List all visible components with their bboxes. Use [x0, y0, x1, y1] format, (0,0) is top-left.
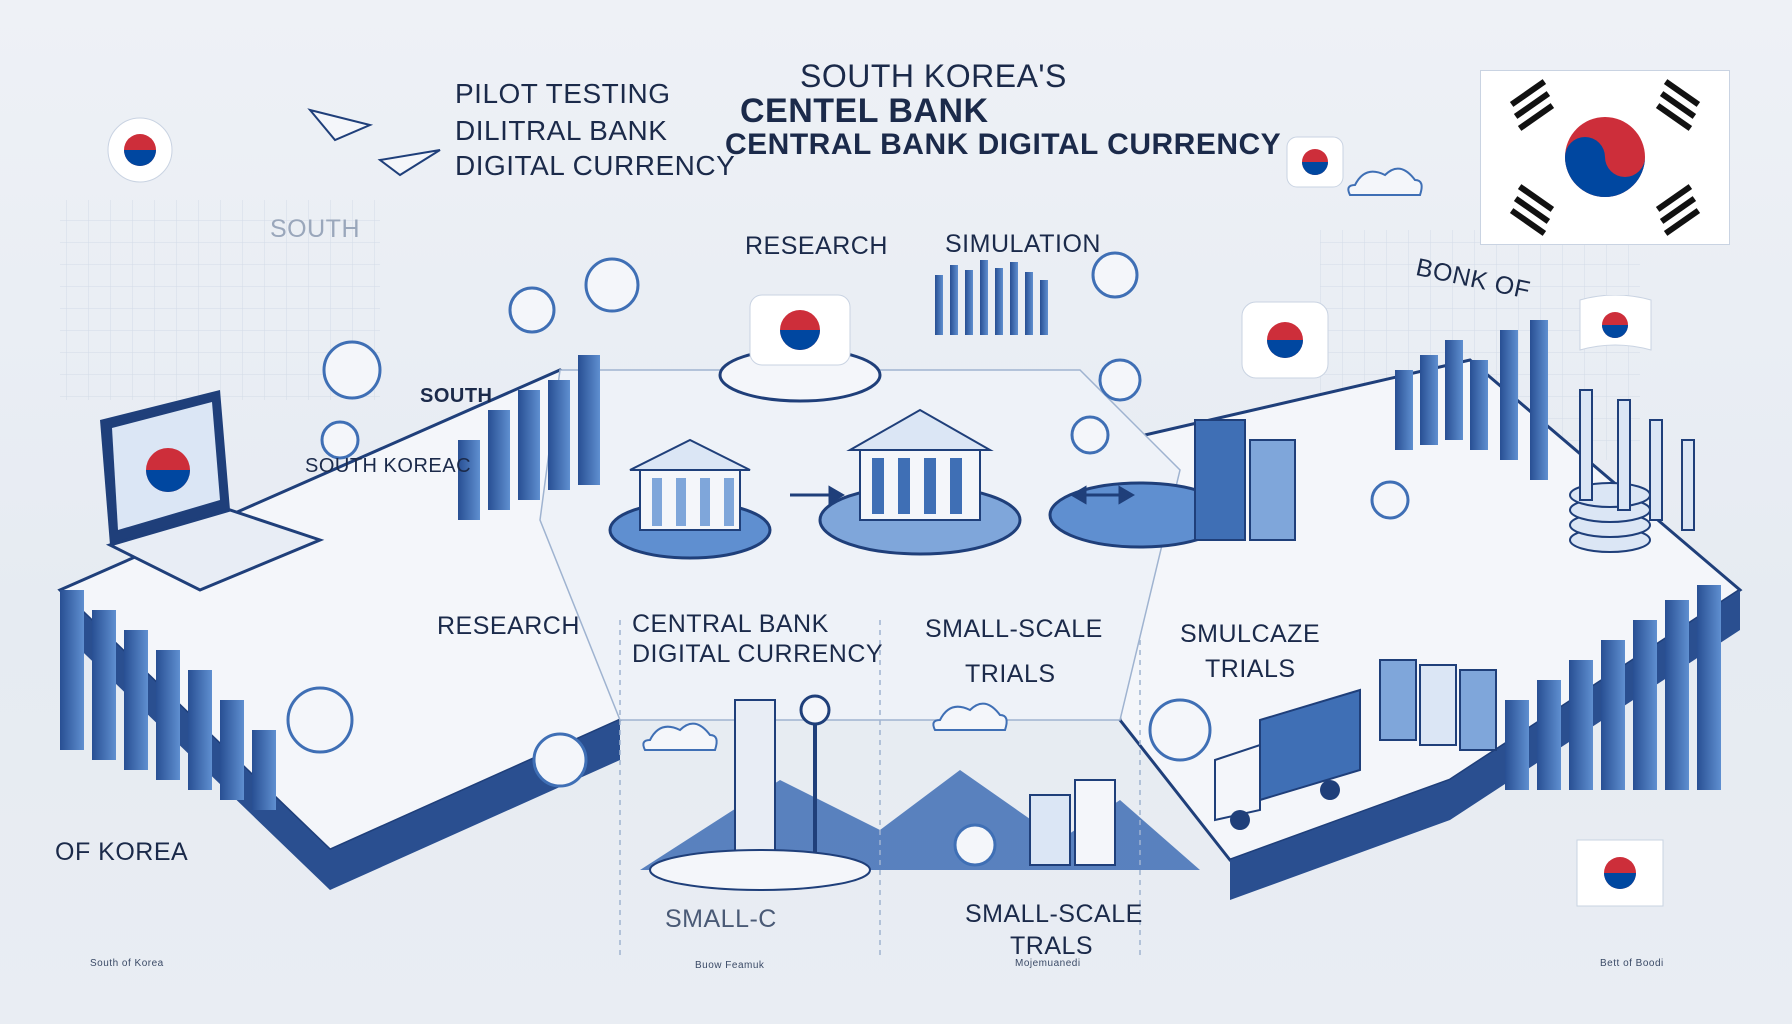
laptop	[100, 390, 325, 592]
paper-planes	[307, 108, 441, 177]
waving-flag-right	[1579, 295, 1652, 351]
footer-left-caption: South of Korea	[90, 958, 164, 969]
title-line-1: SOUTH KOREA'S	[800, 58, 1067, 94]
flag-right-mid	[1241, 301, 1329, 379]
server-blocks	[1379, 659, 1497, 751]
small-scale-bottom-1: SMALL-SCALE	[965, 900, 1143, 928]
simulation-bars	[935, 260, 1048, 335]
scattered-icons	[286, 251, 1410, 867]
clouds	[642, 167, 1423, 751]
small-scale-mid-2: TRIALS	[965, 660, 1056, 688]
center-bank-platform	[818, 408, 1022, 556]
center-flag-platform	[718, 294, 882, 403]
cbdc-label-line-1: CENTRAL BANK	[632, 610, 829, 638]
guide-lines	[619, 620, 1141, 960]
right-tower-platform	[1048, 419, 1296, 549]
left-mid-bars	[458, 355, 600, 520]
small-c-label: SMALL-C	[665, 905, 777, 933]
smulcaze-label-2: TRIALS	[1205, 655, 1296, 683]
south-faded-label: SOUTH	[270, 215, 360, 243]
pilot-line-2: DILITRAL BANK	[455, 115, 668, 146]
title-line-2: CENTEL BANK	[740, 92, 989, 130]
south-koreac-label: SOUTH KOREAC	[305, 455, 472, 477]
footer-center-left-caption: Buow Feamuk	[695, 960, 765, 971]
footer-right-caption: Bett of Boodi	[1600, 958, 1664, 969]
flow-arrows	[790, 485, 1135, 505]
south-sign-label: SOUTH	[420, 385, 493, 407]
right-front-bars	[1505, 585, 1721, 790]
left-bank-platform	[608, 438, 772, 560]
pilot-line-1: PILOT TESTING	[455, 78, 671, 109]
small-scale-mid-1: SMALL-SCALE	[925, 615, 1103, 643]
right-back-bars	[1395, 320, 1548, 480]
floor-front-left	[60, 590, 620, 890]
coin-stacks	[1569, 389, 1695, 553]
simulation-top-label: SIMULATION	[945, 230, 1101, 258]
research-top-label: RESEARCH	[745, 232, 888, 260]
cbdc-label-line-2: DIGITAL CURRENCY	[632, 640, 884, 668]
large-korean-flag	[1480, 70, 1730, 245]
small-flag-top-center	[1286, 136, 1344, 188]
small-scale-bottom-2: TRALS	[1010, 932, 1094, 960]
pilot-line-3: DIGITAL CURRENCY	[455, 150, 736, 181]
city-skyline	[640, 694, 1200, 891]
floor-front-right	[1230, 590, 1740, 900]
page-title: CENTRAL BANK DIGITAL CURRENCY	[725, 128, 1282, 161]
of-korea-label: OF KOREA	[55, 838, 189, 866]
truck	[1214, 688, 1361, 830]
footer-center-caption: Mojemuanedi	[1015, 958, 1081, 969]
small-flag-bottom-right	[1576, 839, 1664, 907]
research-mid-label: RESEARCH	[437, 612, 580, 640]
left-front-bars	[60, 590, 276, 810]
small-flag-top-left	[107, 117, 173, 183]
smulcaze-label-1: SMULCAZE	[1180, 620, 1321, 648]
